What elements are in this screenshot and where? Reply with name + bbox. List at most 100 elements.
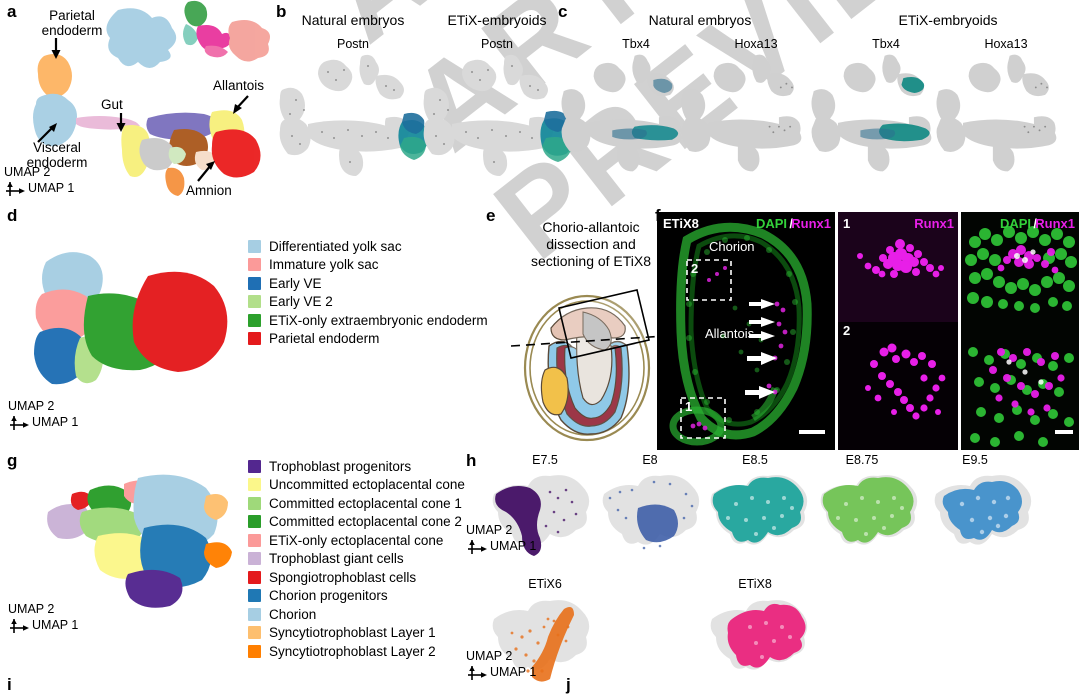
panel-letter-d: d <box>7 206 18 225</box>
legend-label: Chorion <box>269 606 317 622</box>
panel-g-legend-item-3: Committed ectoplacental cone 2 <box>248 513 465 532</box>
panel-f-channel-label-runx1-2: Runx1 <box>1035 216 1075 231</box>
panel-h-stage-label-4: E9.5 <box>962 453 988 467</box>
panel-c-umap-0-1 <box>681 54 802 172</box>
panel-h-umap-e85 <box>710 475 808 545</box>
panel-letter-a: a <box>7 2 17 21</box>
panel-g-axis-labels: UMAP 2 UMAP 1 <box>8 602 79 635</box>
panel-f-region-label-allantois: Allantois <box>705 326 755 341</box>
panel-g-legend-item-1: Uncommitted ectoplacental cone <box>248 476 465 495</box>
panel-a-label-amnion: Amnion <box>186 183 232 198</box>
legend-swatch <box>248 276 261 290</box>
legend-label: Early VE <box>269 275 322 291</box>
legend-swatch <box>248 496 261 510</box>
panel-h-stage-label-1: E8 <box>642 453 658 467</box>
panel-g-legend-item-0: Trophoblast progenitors <box>248 457 465 476</box>
legend-label: Parietal endoderm <box>269 331 380 347</box>
panel-letter-c: c <box>558 2 568 21</box>
legend-label: Immature yolk sac <box>269 257 379 273</box>
panel-a-label-gut: Gut <box>101 97 123 112</box>
panel-d-umap2-label: UMAP 2 <box>8 399 55 413</box>
legend-label: Chorion progenitors <box>269 588 388 604</box>
panel-c-gene-label-0-1: Hoxa13 <box>734 37 778 51</box>
panel-b-umap-0 <box>279 54 429 176</box>
panel-g-legend: Trophoblast progenitors Uncommitted ecto… <box>248 457 465 661</box>
panel-e-title: Chorio-allantoic dissection and sectioni… <box>512 219 670 270</box>
legend-swatch <box>248 552 261 566</box>
panel-c-group-title-0: Natural embryos <box>648 12 752 28</box>
legend-swatch <box>248 332 261 346</box>
visceral-line-1: Visceral <box>33 140 81 155</box>
legend-label: Differentiated yolk sac <box>269 238 402 254</box>
overview-fluorescence-render <box>657 212 835 450</box>
panel-h-umap-e875 <box>820 475 918 545</box>
legend-swatch <box>248 478 261 492</box>
panel-g-legend-item-10: Syncytiotrophoblast Layer 2 <box>248 642 465 661</box>
panel-f-channel-sep-0: / <box>789 216 793 231</box>
panel-g-umap2-label: UMAP 2 <box>8 602 55 616</box>
panel-f-inset-marker-2: 2 <box>691 261 699 276</box>
panel-a-label-parietal-endoderm: Parietal endoderm <box>22 8 122 38</box>
panel-h-umap-e95 <box>934 475 1032 545</box>
panel-h-stage-label-0: E7.5 <box>532 453 558 467</box>
panel-c-gene-label-0-0: Tbx4 <box>622 37 650 51</box>
legend-label: Early VE 2 <box>269 294 333 310</box>
panel-d-legend-item-1: Immature yolk sac <box>248 256 488 275</box>
legend-swatch <box>248 607 261 621</box>
axis-cross-icon <box>10 415 29 430</box>
panel-letter-g: g <box>7 451 18 470</box>
axis-cross-icon <box>468 539 487 554</box>
panel-h-row2-umap1-label: UMAP 1 <box>490 664 537 679</box>
axis-cross-icon <box>10 618 29 633</box>
panel-f-channel-label-dapi-0: DAPI <box>755 216 787 231</box>
legend-label: Trophoblast progenitors <box>269 458 412 474</box>
panel-h-umap-e75 <box>492 475 590 556</box>
panel-g-umap1-label: UMAP 1 <box>32 617 79 632</box>
panel-d-legend-item-5: Parietal endoderm <box>248 330 488 349</box>
legend-label: Syncytiotrophoblast Layer 2 <box>269 643 436 659</box>
legend-swatch <box>248 515 261 529</box>
panel-e-embryo-diagram <box>510 289 666 442</box>
panel-g-umap-plot <box>47 474 232 608</box>
panel-f-inset-marker-1: 1 <box>685 399 693 414</box>
legend-swatch <box>248 570 261 584</box>
legend-label: Trophoblast giant cells <box>269 551 404 567</box>
parietal-line-2: endoderm <box>41 23 103 39</box>
panel-g-legend-item-4: ETiX-only ectoplacental cone <box>248 531 465 550</box>
amnion-arrow-icon <box>197 161 215 182</box>
panel-letter-i: i <box>7 675 12 694</box>
panel-letter-b: b <box>276 2 287 21</box>
panel-d-legend-item-3: Early VE 2 <box>248 293 488 312</box>
panel-f-inset-label-2: 2 <box>843 323 851 338</box>
panel-b-gene-label-1: Postn <box>481 37 513 51</box>
panel-letter-e: e <box>486 206 496 225</box>
panel-h-row2-axis-labels: UMAP 2 UMAP 1 <box>466 649 537 682</box>
panel-a-label-allantois: Allantois <box>213 78 265 93</box>
panel-g-legend-item-5: Trophoblast giant cells <box>248 550 465 569</box>
panel-g-legend-item-8: Chorion <box>248 605 465 624</box>
panel-f-inset-label-1: 1 <box>843 216 851 231</box>
panel-e-title-line-1: dissection and <box>546 236 636 253</box>
panel-d-legend-item-2: Early VE <box>248 274 488 293</box>
panel-b-group-title-0: Natural embryos <box>301 12 405 28</box>
panel-g-legend-item-9: Syncytiotrophoblast Layer 1 <box>248 624 465 643</box>
panel-d-axis-labels: UMAP 2 UMAP 1 <box>8 399 78 432</box>
panel-h-row1-axis-labels: UMAP 2 UMAP 1 <box>466 523 536 556</box>
legend-label: Spongiotrophoblast cells <box>269 569 417 585</box>
legend-swatch <box>248 459 261 473</box>
legend-label: Uncommitted ectoplacental cone <box>269 477 465 493</box>
panel-e-title-line-2: sectioning of ETiX8 <box>530 253 652 270</box>
panel-h-sample-label-0: ETiX6 <box>528 577 562 591</box>
panel-d-umap-plot <box>34 252 228 385</box>
panel-a-umap2-label: UMAP 2 <box>4 165 51 179</box>
gut-arrow-icon <box>116 113 126 132</box>
panel-d-legend-item-0: Differentiated yolk sac <box>248 237 488 256</box>
panel-a-umap-plot <box>33 0 270 196</box>
panel-f-region-label-chorion: Chorion <box>709 239 755 254</box>
runx1-channel-render <box>838 212 958 450</box>
panel-a-axis-labels: UMAP 2 UMAP 1 <box>4 165 74 198</box>
legend-swatch <box>248 589 261 603</box>
panel-f-channel-label-dapi-2: DAPI <box>999 216 1031 231</box>
panel-h-umap-etix8 <box>710 600 808 670</box>
